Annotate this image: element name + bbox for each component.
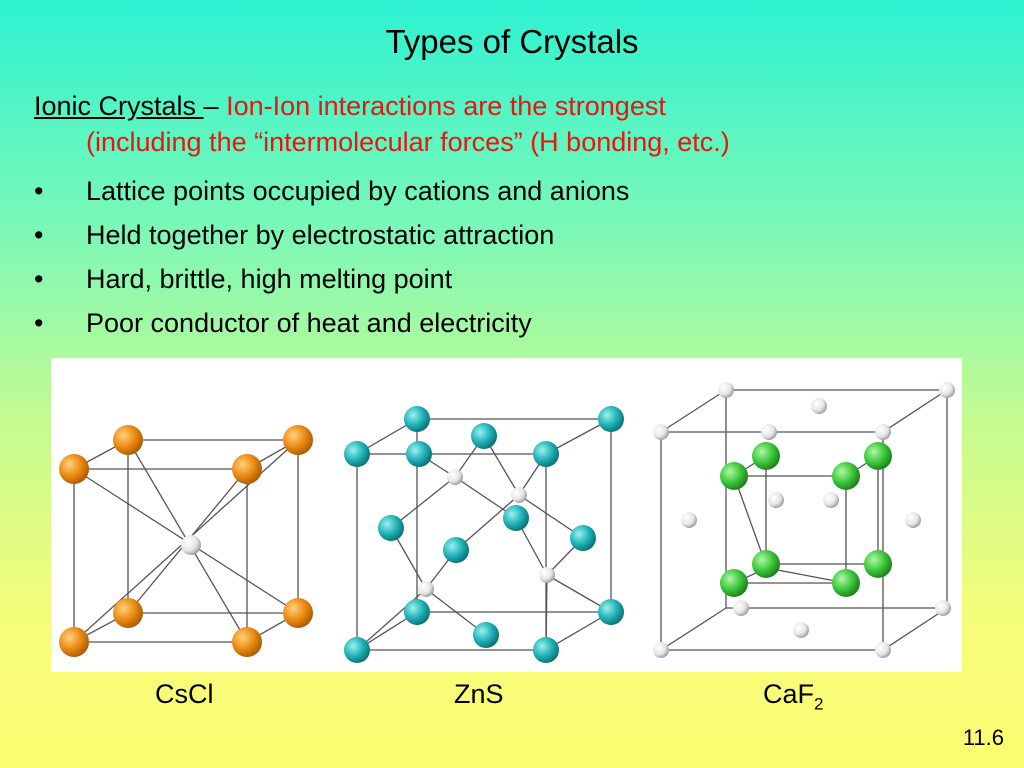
- bullet-text: Poor conductor of heat and electricity: [86, 308, 532, 338]
- crystal-structures-figure: [51, 358, 962, 672]
- bullet-list: • Lattice points occupied by cations and …: [34, 172, 629, 348]
- bullet-glyph: •: [34, 176, 44, 206]
- cscl-label: CsCl: [155, 679, 214, 709]
- bullet-text: Lattice points occupied by cations and a…: [86, 176, 630, 206]
- bullet-item: • Held together by electrostatic attracti…: [34, 216, 629, 260]
- cscl-atoms: [59, 425, 313, 657]
- heading-term: Ionic Crystals: [34, 91, 204, 121]
- bullet-glyph: •: [34, 308, 44, 338]
- caf2-label-base: CaF: [763, 679, 815, 709]
- bullet-glyph: •: [34, 264, 44, 294]
- page-number: 11.6: [962, 725, 1004, 750]
- heading-desc-line1: Ion-Ion interactions are the strongest: [226, 91, 666, 121]
- slide-title: Types of Crystals: [385, 23, 639, 60]
- zns-label: ZnS: [454, 679, 504, 709]
- bullet-glyph: •: [34, 220, 44, 250]
- section-heading: Ionic Crystals – Ion-Ion interactions ar…: [34, 88, 994, 160]
- caf2-label-subscript: 2: [814, 694, 824, 714]
- caf2-atoms: [653, 382, 955, 658]
- bullet-item: • Lattice points occupied by cations and …: [34, 172, 629, 216]
- bullet-item: • Poor conductor of heat and electricity: [34, 304, 629, 348]
- zns-atoms: [344, 406, 624, 663]
- heading-dash: –: [203, 91, 227, 121]
- bullet-text: Held together by electrostatic attractio…: [86, 220, 555, 250]
- crystal-structures-illustration: [59, 382, 955, 663]
- heading-desc-line2: (including the “intermolecular forces” (…: [86, 127, 730, 157]
- caf2-label: CaF2: [763, 676, 823, 722]
- bullet-item: • Hard, brittle, high melting point: [34, 260, 629, 304]
- bullet-text: Hard, brittle, high melting point: [86, 264, 453, 294]
- caf2-structure: [660, 389, 948, 651]
